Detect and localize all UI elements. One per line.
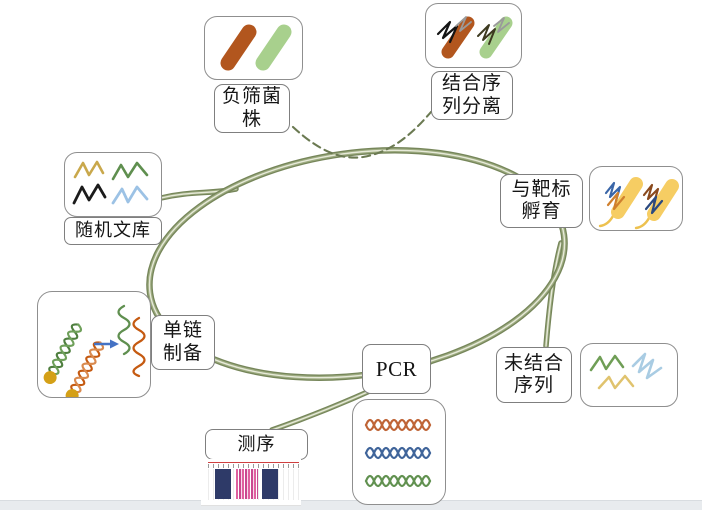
label-line: 随机文库 bbox=[75, 220, 151, 241]
label-line: 株 bbox=[241, 108, 262, 130]
gel-navy-block-left bbox=[215, 469, 231, 499]
label-line: 结合序 bbox=[441, 73, 502, 95]
label-line: 序列 bbox=[513, 375, 554, 396]
gel-pink-block bbox=[236, 469, 258, 499]
bound-separation-icon bbox=[425, 3, 522, 68]
label-line: 制备 bbox=[162, 342, 203, 364]
label-pcr: PCR bbox=[362, 344, 431, 394]
gel-navy-block-right bbox=[262, 469, 278, 499]
ssdna-prep-icon bbox=[37, 291, 151, 398]
label-line: 列分离 bbox=[441, 95, 502, 117]
dashed-connector bbox=[291, 110, 433, 159]
gel-ruler-line bbox=[208, 462, 299, 464]
label-sequencing: 测序 bbox=[205, 429, 308, 460]
label-bound-separation: 结合序 列分离 bbox=[431, 71, 513, 120]
unbound-sequences-icon bbox=[580, 343, 678, 407]
arrow-right-icon bbox=[94, 339, 119, 349]
page-edge-band bbox=[0, 500, 702, 510]
label-line: 单链 bbox=[162, 320, 203, 342]
sequencing-gel-icon bbox=[201, 459, 301, 506]
label-line: 孵育 bbox=[521, 201, 562, 222]
negative-strain-icon bbox=[204, 16, 303, 80]
label-line: 未结合 bbox=[503, 352, 564, 374]
label-random-library: 随机文库 bbox=[64, 217, 162, 245]
branch-unbound bbox=[543, 240, 564, 349]
label-ssdna-prep: 单链 制备 bbox=[151, 315, 215, 370]
label-line: PCR bbox=[375, 356, 418, 381]
label-target-incubation: 与靶标 孵育 bbox=[500, 174, 583, 228]
label-line: 测序 bbox=[237, 433, 276, 454]
label-line: 与靶标 bbox=[511, 178, 572, 200]
gel-ruler-ticks bbox=[208, 464, 299, 468]
label-unbound-sequences: 未结合 序列 bbox=[496, 347, 572, 403]
pcr-product-icon bbox=[352, 399, 446, 505]
target-incubation-icon bbox=[589, 166, 683, 231]
random-library-icon bbox=[64, 152, 162, 217]
label-line: 负筛菌 bbox=[221, 86, 282, 108]
label-negative-strain: 负筛菌 株 bbox=[214, 84, 290, 133]
